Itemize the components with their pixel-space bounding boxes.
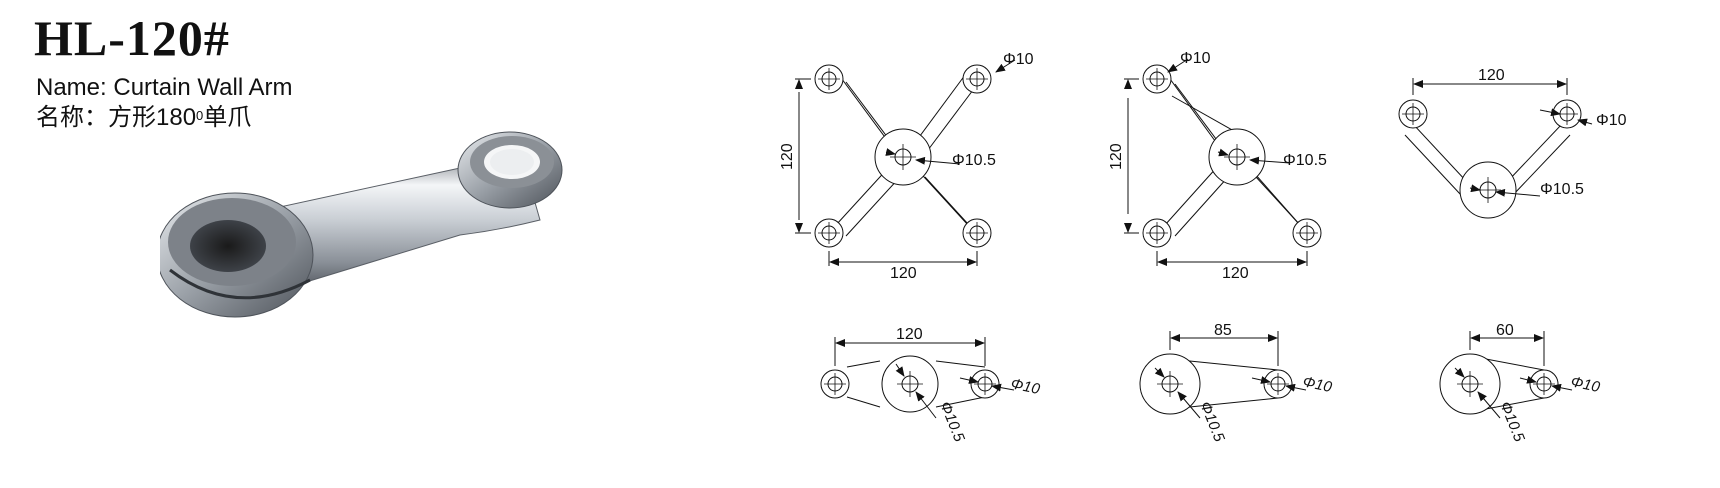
- product-name-chinese: 名称：方形1800单爪: [36, 104, 251, 132]
- d2-width-label: 120: [1222, 265, 1249, 282]
- d4-small-hole-label: Φ10: [1009, 375, 1042, 398]
- d6-width-label: 60: [1496, 322, 1514, 339]
- diagram-straight-60: [1439, 331, 1573, 419]
- diagram-straight-120: [820, 337, 1015, 419]
- d5-small-hole-label: Φ10: [1301, 373, 1334, 396]
- d2-height-label: 120: [1108, 143, 1125, 170]
- d6-small-hole-label: Φ10: [1569, 373, 1602, 396]
- name-cn-prefix: 名称：方形180: [36, 104, 197, 131]
- d2-small-hole-label: Φ10: [1180, 50, 1211, 67]
- d1-width-label: 120: [890, 265, 917, 282]
- name-cn-suffix: 单爪: [203, 104, 252, 131]
- diagram-4-way-b: [1124, 58, 1322, 266]
- d1-small-hole-label: Φ10: [1003, 51, 1034, 68]
- diagram-4-way-a: [795, 59, 1016, 266]
- d3-small-hole-label: Φ10: [1596, 112, 1627, 129]
- d5-center-hole-label: Φ10.5: [1196, 399, 1228, 445]
- product-name-english: Name: Curtain Wall Arm: [36, 74, 293, 101]
- product-model-title: HL-120#: [34, 10, 230, 66]
- d1-height-label: 120: [779, 143, 796, 170]
- degree-mark: 0: [196, 108, 204, 123]
- d2-center-hole-label: Φ10.5: [1283, 152, 1327, 169]
- d6-center-hole-label: Φ10.5: [1496, 399, 1528, 445]
- d3-center-hole-label: Φ10.5: [1540, 181, 1584, 198]
- d4-width-label: 120: [896, 326, 923, 343]
- d1-center-hole-label: Φ10.5: [952, 152, 996, 169]
- d3-width-label: 120: [1478, 67, 1505, 84]
- diagram-straight-85: [1139, 331, 1307, 419]
- d5-width-label: 85: [1214, 322, 1232, 339]
- diagram-2-way-v: [1398, 78, 1593, 219]
- d4-center-hole-label: Φ10.5: [936, 399, 968, 445]
- curtain-wall-arm-photo: [160, 131, 563, 318]
